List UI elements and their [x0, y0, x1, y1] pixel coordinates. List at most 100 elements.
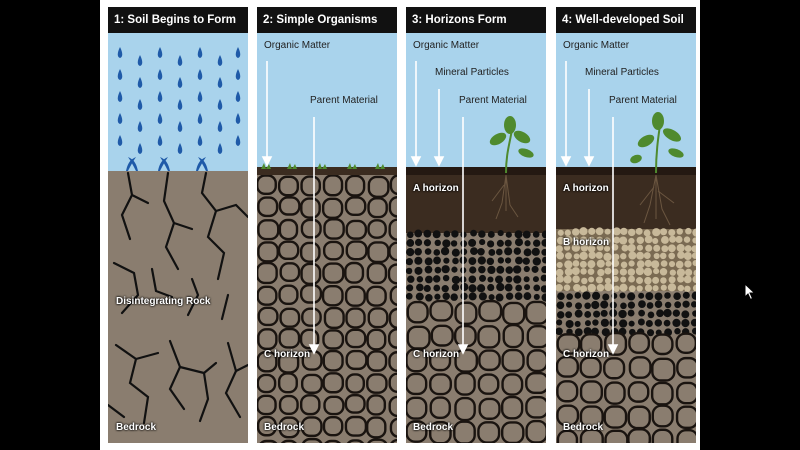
mineral-particle [495, 248, 503, 256]
mineral-particle [571, 243, 581, 252]
mineral-particle [674, 301, 682, 309]
mouse-cursor-icon [744, 283, 756, 301]
mineral-particle [668, 244, 676, 253]
mineral-particle [653, 268, 660, 275]
a-horizon-layer [556, 171, 696, 229]
rock-fragment [525, 419, 546, 443]
mineral-particle [628, 275, 635, 283]
mineral-particle [424, 265, 433, 274]
rock-fragment [300, 262, 322, 286]
mineral-particle [652, 237, 659, 245]
mineral-particle [572, 260, 580, 267]
mineral-particle [564, 244, 571, 251]
mineral-particle [407, 275, 415, 283]
mineral-particle [653, 252, 660, 260]
mineral-particle [423, 284, 431, 293]
mineral-particle [450, 293, 458, 301]
rock-fragment [406, 325, 431, 350]
label-organic-matter: Organic Matter [413, 40, 480, 51]
raindrop-icon [117, 113, 123, 124]
mineral-particle [451, 248, 460, 257]
mineral-particle [424, 248, 432, 255]
mineral-particle [605, 260, 612, 267]
rock-fragment [367, 175, 390, 198]
mineral-particle [683, 275, 692, 284]
mineral-particle [573, 283, 581, 292]
mineral-particle [691, 245, 696, 253]
rock-fragment [675, 332, 696, 354]
mineral-particle [692, 284, 696, 292]
mineral-particle [579, 251, 588, 260]
rock-fragment [502, 323, 525, 349]
panel-3-title: 3: Horizons Form [406, 7, 546, 33]
arrows [261, 61, 320, 355]
mineral-particle [619, 292, 626, 299]
mineral-particle [513, 247, 522, 255]
mineral-particle [677, 251, 685, 259]
mineral-particle [620, 276, 627, 283]
a-horizon-layer [406, 171, 546, 233]
mineral-particle [636, 251, 645, 260]
rock-cracks [108, 171, 248, 425]
mineral-particle [620, 302, 627, 310]
mineral-particle [684, 245, 692, 253]
rock-fragment [279, 262, 301, 282]
mineral-particle [690, 301, 696, 308]
mineral-particle [443, 230, 451, 238]
mineral-particle [672, 309, 680, 317]
rock-fragment [526, 349, 546, 373]
rock-fragment [257, 285, 278, 306]
raindrop-icon [137, 77, 143, 88]
mineral-particle [556, 236, 565, 245]
mineral-particle [643, 252, 651, 260]
mineral-particle [674, 328, 681, 335]
mineral-particle [523, 265, 530, 273]
rock-fragment [603, 381, 626, 405]
rock-fragment [556, 380, 579, 403]
mineral-particle [684, 285, 691, 293]
mineral-particle [677, 275, 685, 283]
rock-fragments [556, 331, 696, 443]
mineral-particle [557, 229, 564, 236]
rock-fragment [501, 348, 525, 373]
rock-fragment [322, 174, 344, 197]
rock-fragment [344, 261, 365, 284]
rock-fragment [454, 396, 476, 422]
mineral-particle [663, 319, 671, 327]
rock-fragment [278, 218, 299, 241]
mineral-particle [505, 292, 514, 300]
mineral-particle [660, 277, 667, 284]
mineral-particle [487, 231, 495, 238]
label-c-horizon: C horizon [413, 349, 460, 360]
mineral-particle [487, 265, 496, 275]
rock-fragment [367, 197, 388, 219]
rock-fragment [344, 415, 368, 437]
mineral-particle [676, 228, 684, 235]
mineral-particle [684, 268, 693, 277]
rock-fragment [257, 415, 277, 437]
mineral-particle [406, 231, 414, 239]
arrows [560, 61, 619, 355]
mineral-particle [423, 229, 432, 238]
mineral-particle [604, 245, 611, 252]
mineral-particle [673, 292, 681, 300]
rock-fragment [387, 328, 397, 349]
mineral-particle [593, 310, 601, 318]
rock-fragment [388, 241, 397, 262]
mineral-particle [441, 265, 450, 274]
rock-fragment [390, 438, 397, 443]
rock-fragment [280, 439, 297, 443]
mineral-particle [564, 260, 573, 269]
rock-fragment [453, 420, 476, 443]
mineral-particle [451, 275, 461, 285]
mineral-particle [584, 302, 591, 310]
sprouts [126, 157, 208, 171]
mineral-particle [581, 277, 588, 285]
rock-fragment [344, 174, 366, 197]
mineral-particle [683, 236, 691, 243]
mineral-particle [468, 257, 477, 265]
mineral-particle [591, 300, 600, 310]
rock-fragment [604, 429, 629, 443]
mineral-particle [532, 276, 539, 283]
mineral-particle [440, 247, 450, 256]
